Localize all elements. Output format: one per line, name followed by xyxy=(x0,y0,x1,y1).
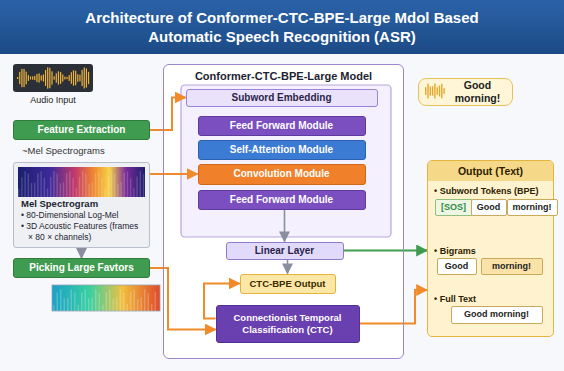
connector-arrow xyxy=(360,290,428,324)
node-label: Audio Input xyxy=(13,95,93,106)
token-box: Good morning! xyxy=(451,306,543,324)
node-label: Mel Spectrogram xyxy=(21,198,144,210)
connector-arrow xyxy=(344,250,428,252)
node-label: Subword Embedding xyxy=(232,92,332,104)
node-text: • Subword Tokens (BPE) xyxy=(428,185,553,197)
feature-panel: Mel Spectrogram• 80-Dimensional Log-Mel•… xyxy=(13,162,150,248)
waveform xyxy=(17,67,89,88)
title-block: Architecture of Conformer-CTC-BPE-Large … xyxy=(0,8,564,46)
token-box: [SOS] xyxy=(435,199,473,216)
process-box: Feature Extraction xyxy=(13,120,150,140)
encoder-block xyxy=(181,85,391,237)
token-box: Good xyxy=(471,199,507,216)
connector-arrow xyxy=(150,268,216,330)
ctc-box: Connectionist Temporal Classification (C… xyxy=(216,305,360,343)
node-label: Good morning! xyxy=(464,309,529,320)
node-label: Feature Extraction xyxy=(38,124,126,136)
process-box: Picking Large Favtors xyxy=(13,258,150,278)
model-fill xyxy=(163,64,404,359)
node-text: • Full Text xyxy=(428,293,553,305)
node-label: morning! xyxy=(492,261,531,272)
layer-box: Linear Layer xyxy=(226,242,344,260)
connector-arrow xyxy=(284,210,286,242)
node-label: Feed Forward Module xyxy=(230,194,333,206)
module-box: Self-Attention Module xyxy=(198,140,366,160)
spectrogram-image xyxy=(18,167,145,197)
token-box: morning! xyxy=(481,258,543,275)
module-box: Convolution Module xyxy=(198,164,366,185)
node-text: • Bigrams xyxy=(428,245,553,257)
audio-input: Audio Input xyxy=(13,64,93,110)
model-frame: Conformer-CTC-BPE-Large ModelSubword Emb… xyxy=(163,64,404,359)
node-text: • 3D Acoustic Features (frames × 80 × ch… xyxy=(21,221,144,243)
connector-arrow xyxy=(150,173,198,175)
module-box: Feed Forward Module xyxy=(198,190,366,210)
embedding-box: Subword Embedding xyxy=(186,89,378,107)
node-text: • 80-Dimensional Log-Mel xyxy=(21,210,144,221)
connector-arrow xyxy=(287,260,289,274)
speech-bubble: Good morning! xyxy=(418,78,513,106)
waveform-icon xyxy=(424,82,446,100)
node-label: [SOS] xyxy=(441,202,466,213)
output-panel: Output (Text) • Subword Tokens (BPE) • Big… xyxy=(427,160,554,337)
node-label: Good xyxy=(445,261,469,272)
token-box: Good xyxy=(437,258,477,275)
node-label: Connectionist Temporal Classification (C… xyxy=(223,312,353,335)
spectrogram-texture xyxy=(53,289,156,311)
annotation: ~Mel Spectrograms xyxy=(22,145,105,156)
connector-arrow xyxy=(150,98,186,131)
title: Architecture of Conformer-CTC-BPE-Large … xyxy=(72,8,492,46)
node-label: Feed Forward Module xyxy=(230,120,333,132)
node-label: Good xyxy=(477,202,501,213)
node-label: Linear Layer xyxy=(255,245,314,257)
node-label: Output (Text) xyxy=(428,161,553,181)
node-label: Good morning! xyxy=(447,79,508,104)
node-label: Convolution Module xyxy=(233,168,329,180)
node-label: CTC-BPE Output xyxy=(250,278,326,289)
waveform-box xyxy=(13,64,93,92)
connector-arrow xyxy=(81,248,83,258)
token-box: morning! xyxy=(507,199,558,216)
node-label: morning! xyxy=(513,202,552,213)
spectrogram-image xyxy=(52,285,160,311)
node-label: Picking Large Favtors xyxy=(29,262,133,274)
title-band xyxy=(0,0,564,54)
node-label: Conformer-CTC-BPE-Large Model xyxy=(164,70,403,83)
node-label: Self-Attention Module xyxy=(230,144,333,156)
output-box: CTC-BPE Output xyxy=(240,274,336,294)
module-box: Feed Forward Module xyxy=(198,116,366,136)
